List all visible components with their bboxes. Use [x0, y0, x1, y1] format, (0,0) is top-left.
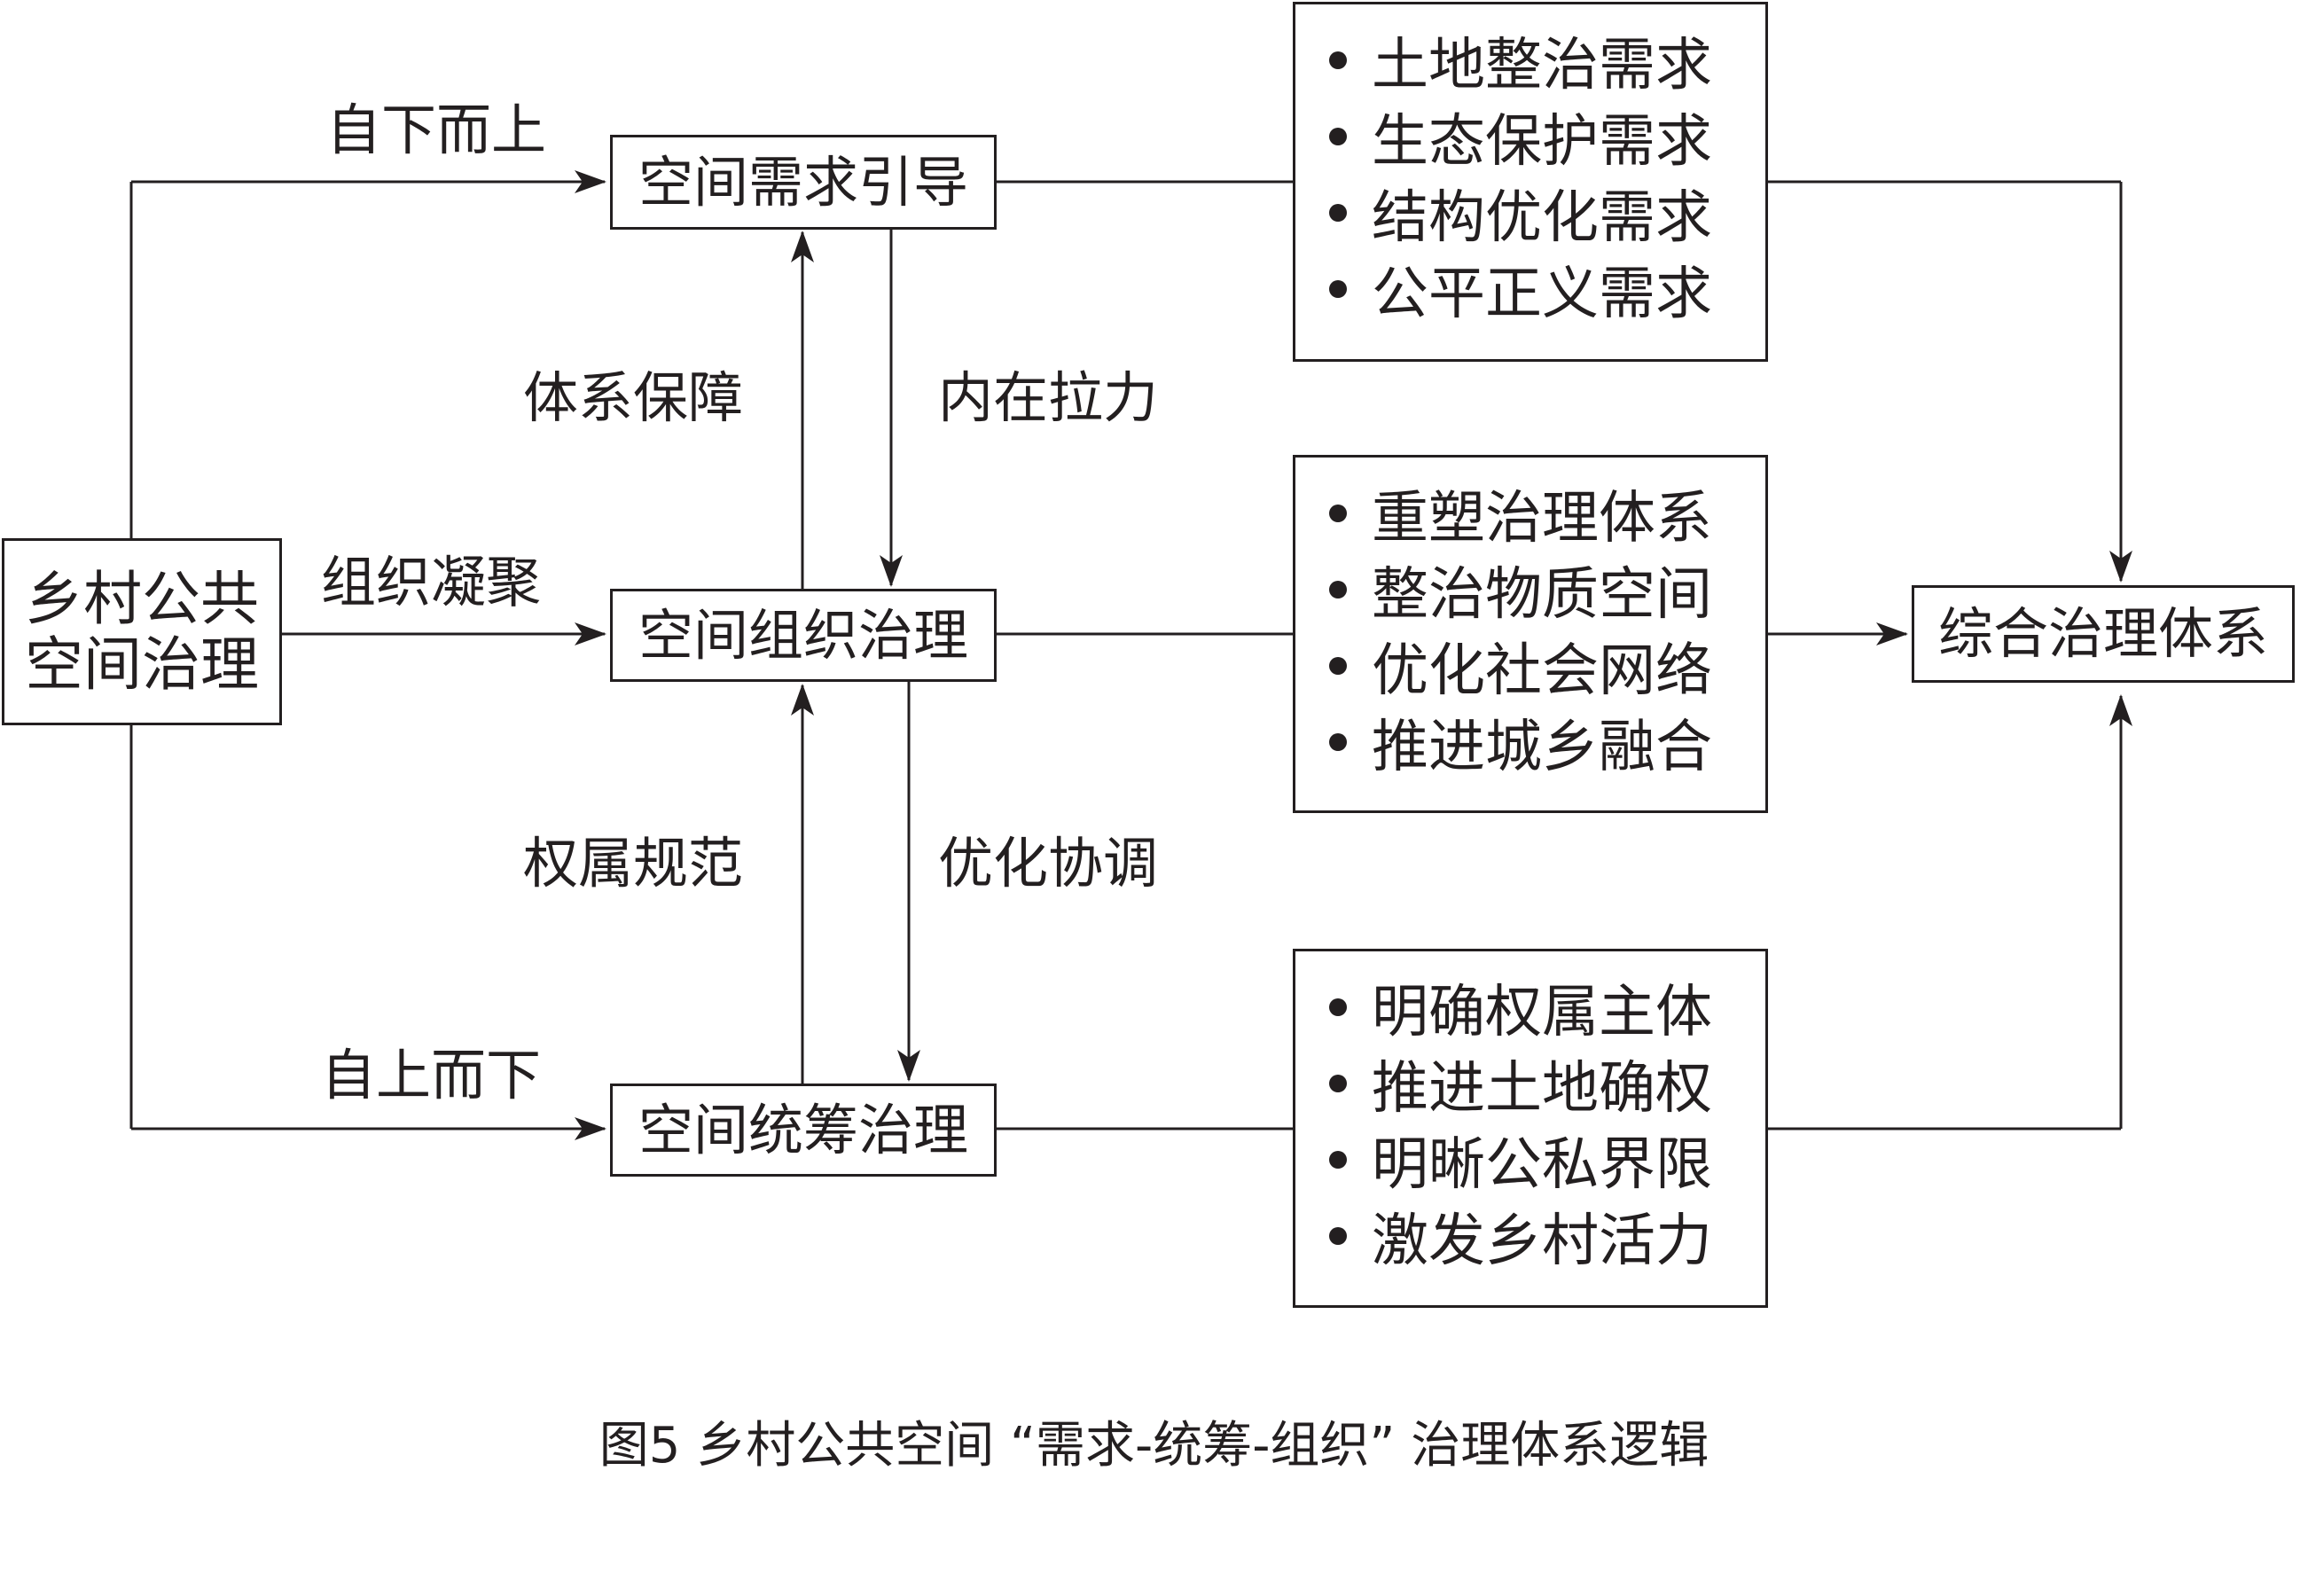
list-item-label: 整治物质空间: [1372, 562, 1712, 628]
label-system-guarantee: 体系保障: [523, 365, 744, 430]
bullet-icon: [1329, 581, 1347, 598]
bullet-icon: [1329, 128, 1347, 145]
list-item: 优化社会网络: [1329, 628, 1765, 704]
label-inner-pull: 内在拉力: [938, 365, 1159, 430]
demand-node-label: 空间需求引导: [638, 149, 968, 215]
bullet-icon: [1329, 657, 1347, 675]
list-item-label: 生态保护需求: [1372, 109, 1712, 175]
root-node-line-1: 乡村公共: [25, 564, 259, 633]
label-optimize-coordinate: 优化协调: [938, 831, 1159, 896]
bullet-icon: [1329, 51, 1347, 69]
organize-list: 重塑治理体系 整治物质空间 优化社会网络 推进城乡融合: [1293, 455, 1768, 813]
list-item: 土地整治需求: [1329, 22, 1765, 98]
list-item-label: 推进城乡融合: [1372, 715, 1712, 780]
label-top-down: 自上而下: [321, 1043, 542, 1107]
list-item: 激发乡村活力: [1329, 1198, 1765, 1274]
list-item: 公平正义需求: [1329, 251, 1765, 327]
list-item-label: 重塑治理体系: [1372, 486, 1712, 552]
root-node: 乡村公共 空间治理: [2, 538, 282, 725]
bullet-icon: [1329, 733, 1347, 751]
list-item-label: 明晰公私界限: [1372, 1132, 1712, 1198]
list-item: 结构优化需求: [1329, 175, 1765, 251]
bullet-icon: [1329, 204, 1347, 222]
coordinate-list: 明确权属主体 推进土地确权 明晰公私界限 激发乡村活力: [1293, 949, 1768, 1308]
result-node-label: 综合治理体系: [1937, 601, 2268, 666]
bullet-icon: [1329, 998, 1347, 1016]
organize-node-label: 空间组织治理: [638, 602, 968, 668]
list-item: 整治物质空间: [1329, 552, 1765, 628]
demand-list: 土地整治需求 生态保护需求 结构优化需求 公平正义需求: [1293, 2, 1768, 362]
coordinate-node-label: 空间统筹治理: [638, 1097, 968, 1162]
root-node-line-2: 空间治理: [25, 630, 259, 699]
list-item-label: 土地整治需求: [1372, 33, 1712, 98]
list-item: 推进土地确权: [1329, 1045, 1765, 1122]
bullet-icon: [1329, 1075, 1347, 1092]
list-item-label: 优化社会网络: [1372, 638, 1712, 704]
label-property-norms: 权属规范: [523, 831, 744, 896]
list-item: 明确权属主体: [1329, 969, 1765, 1045]
list-item-label: 推进土地确权: [1372, 1056, 1712, 1122]
list-item-label: 公平正义需求: [1372, 262, 1712, 327]
demand-node: 空间需求引导: [610, 135, 997, 230]
result-node: 综合治理体系: [1912, 585, 2295, 683]
organize-node: 空间组织治理: [610, 589, 997, 682]
bullet-icon: [1329, 505, 1347, 522]
label-cohesion: 组织凝聚: [321, 550, 542, 614]
label-bottom-up: 自下而上: [326, 98, 547, 162]
list-item-label: 明确权属主体: [1372, 980, 1712, 1045]
list-item: 明晰公私界限: [1329, 1122, 1765, 1198]
bullet-icon: [1329, 1151, 1347, 1169]
list-item: 重塑治理体系: [1329, 475, 1765, 552]
list-item: 生态保护需求: [1329, 98, 1765, 175]
bullet-icon: [1329, 1227, 1347, 1245]
list-item-label: 激发乡村活力: [1372, 1209, 1712, 1274]
list-item: 推进城乡融合: [1329, 704, 1765, 780]
coordinate-node: 空间统筹治理: [610, 1084, 997, 1177]
figure-caption: 图5 乡村公共空间 “需求-统筹-组织” 治理体系逻辑: [599, 1417, 1709, 1475]
bullet-icon: [1329, 280, 1347, 298]
list-item-label: 结构优化需求: [1372, 185, 1712, 251]
